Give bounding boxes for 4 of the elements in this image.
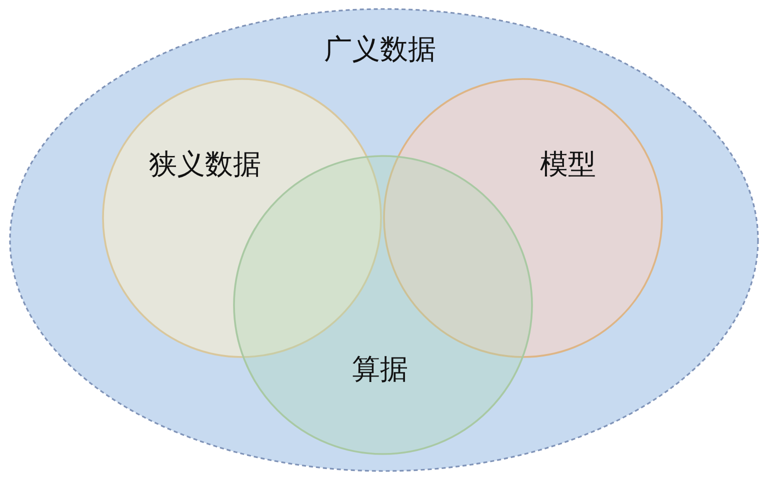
- set-label: 狭义数据: [149, 150, 261, 180]
- title-label: 广义数据: [324, 34, 436, 66]
- set-label: 算据: [352, 354, 408, 386]
- set-label: 模型: [540, 150, 596, 180]
